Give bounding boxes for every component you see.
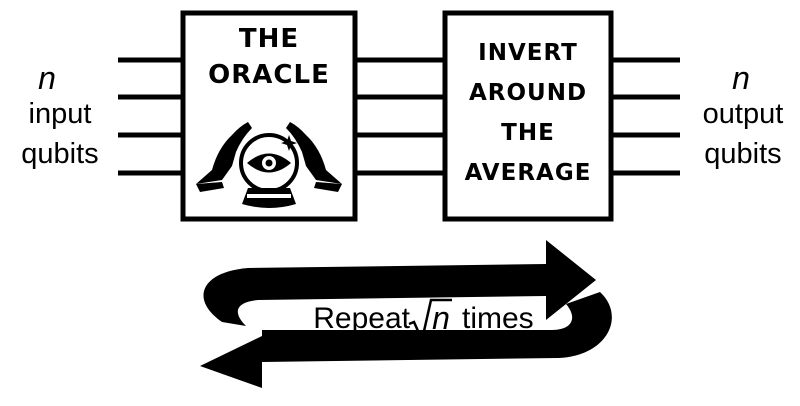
oracle-title-line2: Oracle <box>208 60 330 90</box>
input-n-variable: n <box>38 60 56 96</box>
sqrt-symbol <box>408 298 452 344</box>
invert-title-line2: around <box>468 80 588 106</box>
input-wires <box>118 57 182 176</box>
repeat-suffix: times <box>462 302 534 335</box>
repeat-prefix: Repeat <box>313 302 410 335</box>
oracle-title-line1: The <box>238 24 300 54</box>
repeat-radicand: n <box>432 300 450 336</box>
crystal-ball-hands-icon <box>196 122 342 208</box>
output-qubits-label: qubits <box>704 138 782 170</box>
invert-title-line3: the <box>501 120 555 146</box>
middle-wires <box>356 57 444 176</box>
invert-box <box>442 10 614 222</box>
output-n-variable: n <box>732 60 750 96</box>
output-label: output <box>702 98 784 130</box>
invert-title-line4: average <box>464 160 592 186</box>
input-label: input <box>28 98 92 130</box>
input-qubits-label: qubits <box>21 138 99 170</box>
invert-title-line1: Invert <box>478 40 578 66</box>
repeat-loop-arrows <box>200 240 612 388</box>
output-wires <box>612 57 680 176</box>
